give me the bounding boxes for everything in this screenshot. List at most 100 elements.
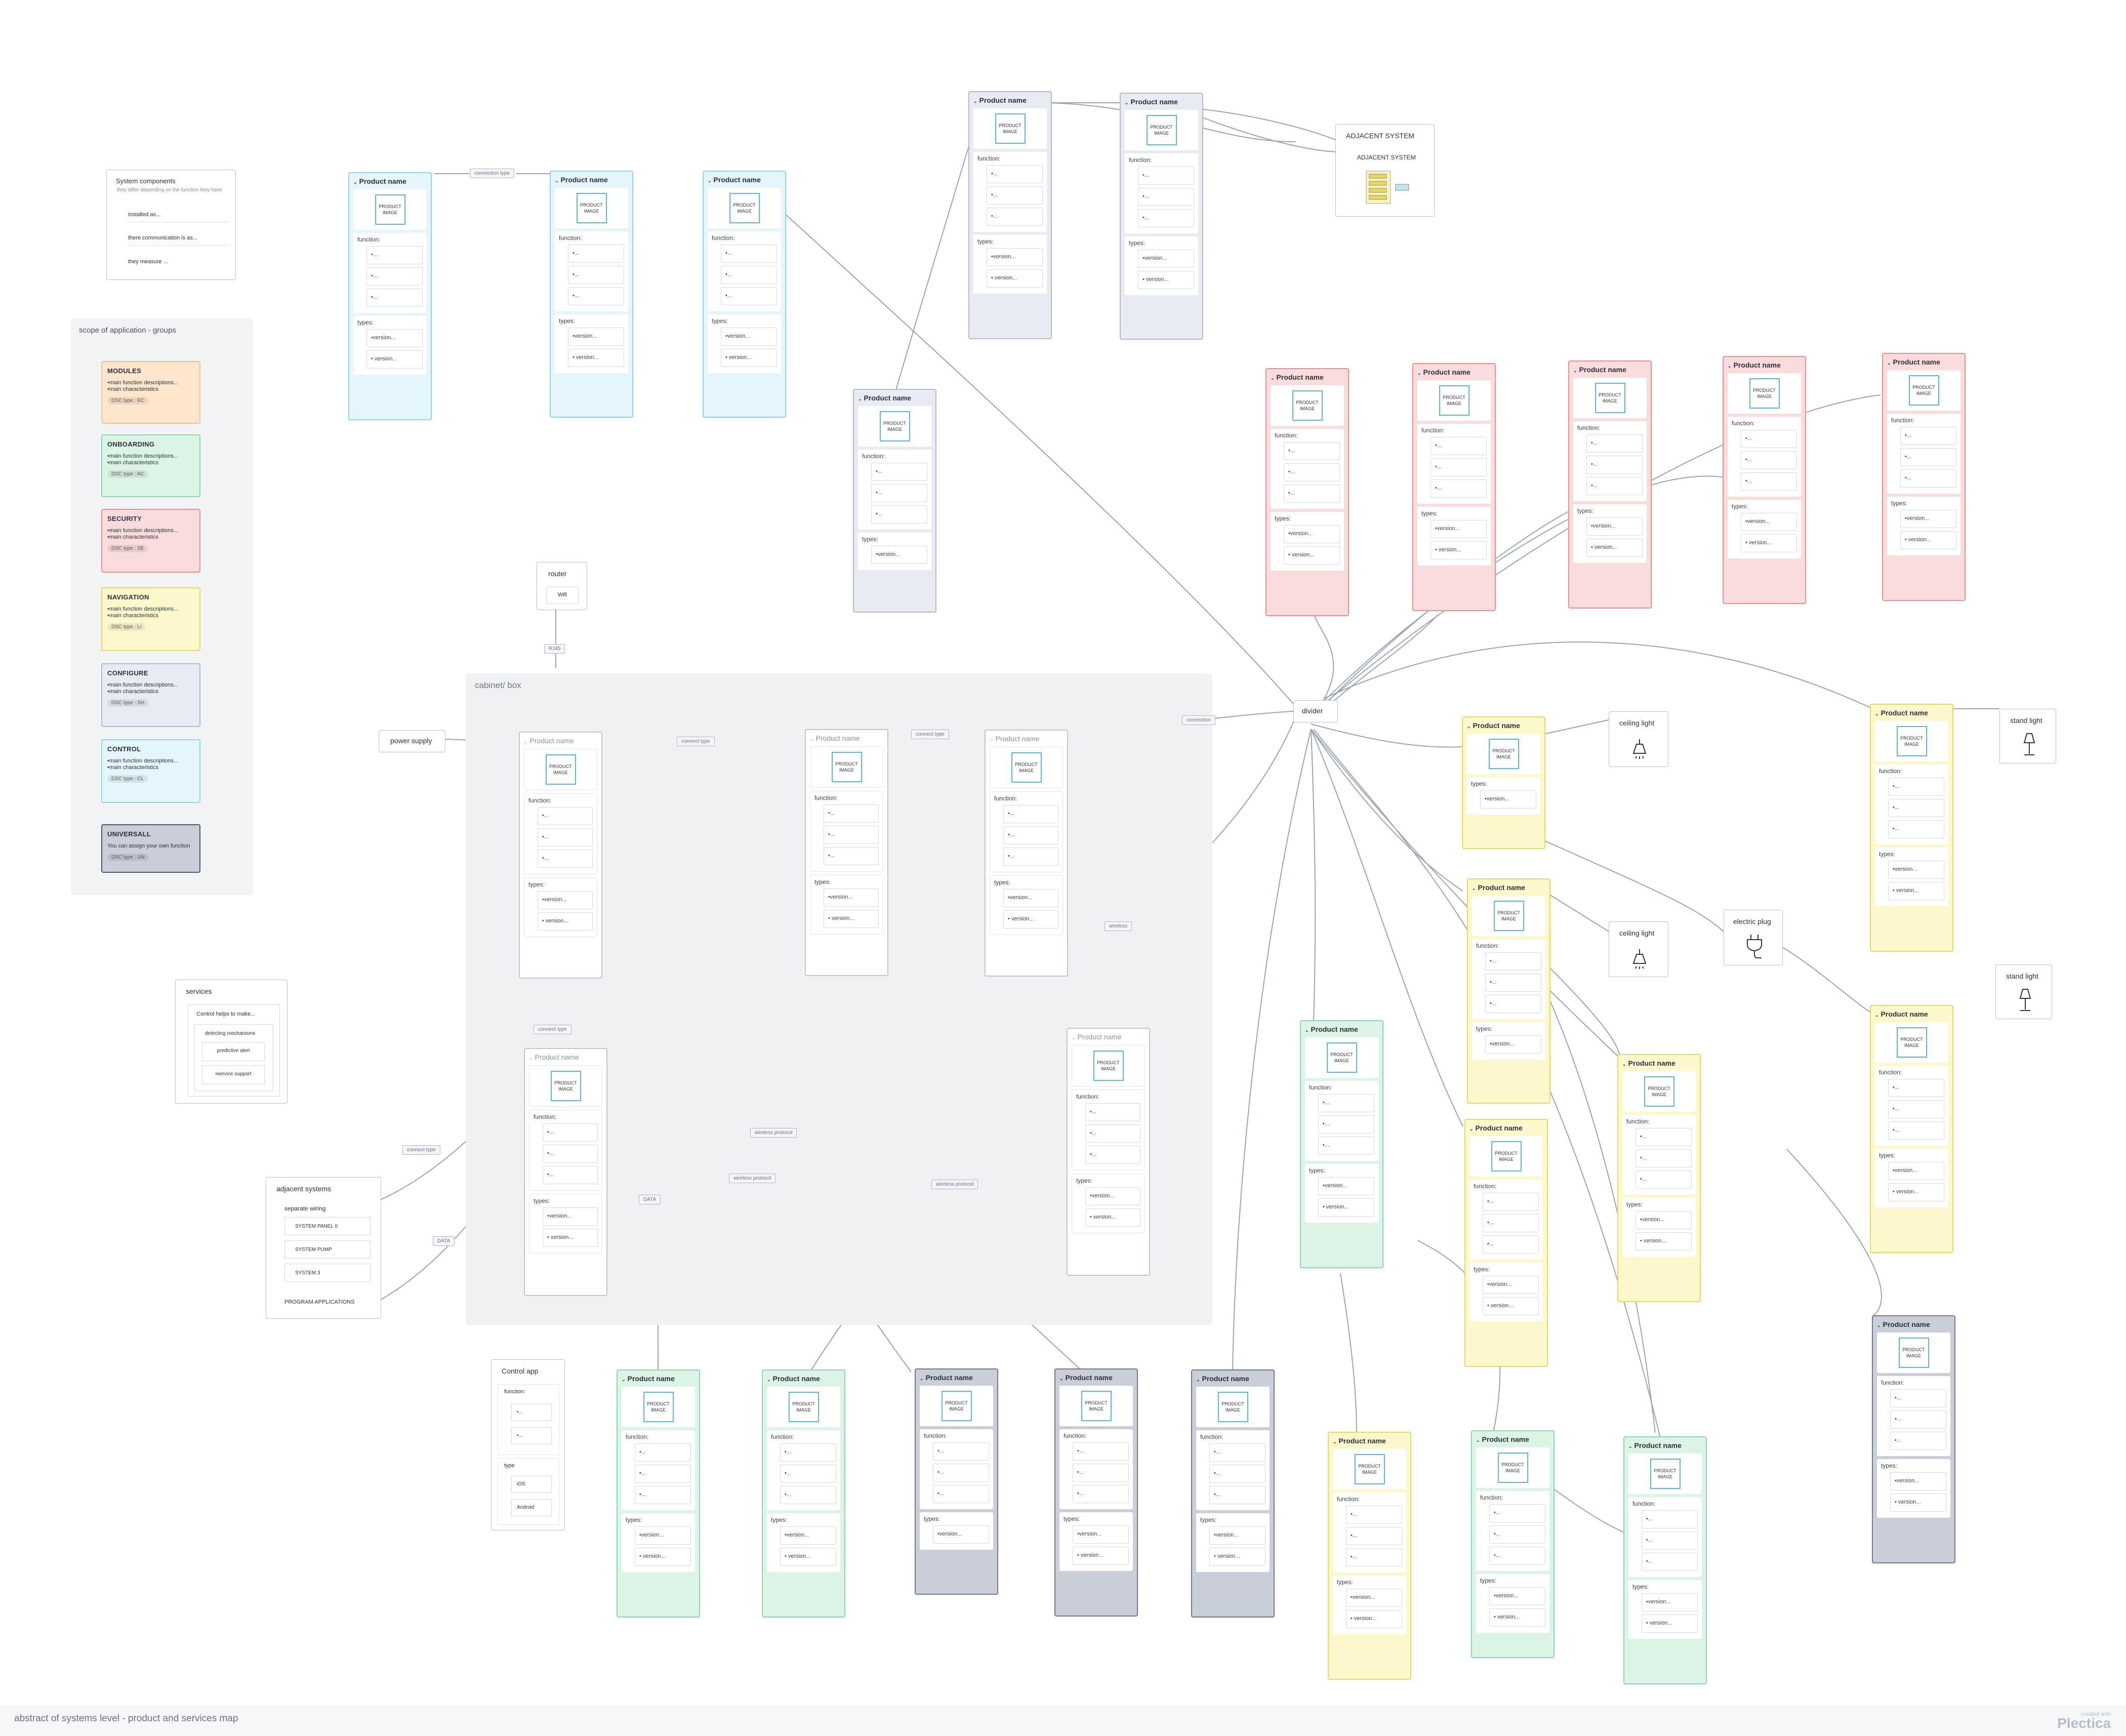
product-name[interactable]: ⌄Product name <box>1622 1059 1696 1067</box>
group-security[interactable]: SECURITY •main function descriptions... … <box>101 509 200 573</box>
group-onboarding[interactable]: ONBOARDING •main function descriptions..… <box>101 434 200 497</box>
product-name[interactable]: ⌄Product name <box>529 1053 602 1061</box>
service-item[interactable]: predictive alert <box>202 1042 265 1061</box>
chevron-down-icon[interactable]: ⌄ <box>1072 1035 1076 1040</box>
product-name[interactable]: ⌄Product name <box>1875 1010 1948 1018</box>
product-name[interactable]: ⌄Product name <box>353 177 427 185</box>
chevron-down-icon[interactable]: ⌄ <box>1125 100 1129 105</box>
product-name[interactable]: ⌄Product name <box>990 735 1063 743</box>
service-item[interactable]: •service support <box>202 1065 265 1084</box>
chevron-down-icon[interactable]: ⌄ <box>622 1377 626 1382</box>
stand-light-node[interactable]: stand light <box>1999 709 2056 763</box>
product-name[interactable]: ⌄Product name <box>1887 358 1960 366</box>
chevron-down-icon[interactable]: ⌄ <box>1573 368 1577 373</box>
product-name[interactable]: ⌄Product name <box>1072 1033 1145 1041</box>
chevron-down-icon[interactable]: ⌄ <box>858 396 862 401</box>
ceiling-light-node[interactable]: ceiling light <box>1609 711 1668 767</box>
chevron-down-icon[interactable]: ⌄ <box>810 737 814 742</box>
program-applications[interactable]: PROGRAM APPLICATIONS <box>284 1299 355 1305</box>
product-name[interactable]: ⌄Product name <box>1877 1320 1950 1328</box>
system-item[interactable]: SYSTEM PANEL 0 <box>284 1217 371 1235</box>
chevron-down-icon[interactable]: ⌄ <box>990 737 994 742</box>
chevron-down-icon[interactable]: ⌄ <box>1875 711 1879 716</box>
chevron-down-icon[interactable]: ⌄ <box>1059 1376 1064 1381</box>
chevron-down-icon[interactable]: ⌄ <box>1305 1028 1309 1033</box>
chevron-down-icon[interactable]: ⌄ <box>555 178 559 183</box>
power-supply-node[interactable]: power supply <box>379 730 445 752</box>
product-name[interactable]: ⌄Product name <box>1305 1025 1378 1033</box>
chevron-down-icon[interactable]: ⌄ <box>1628 1444 1632 1449</box>
product-name[interactable]: ⌄Product name <box>1469 1124 1543 1132</box>
product-name[interactable]: ⌄Product name <box>1728 361 1801 369</box>
product-name[interactable]: ⌄Product name <box>1333 1437 1406 1445</box>
product-name[interactable]: ⌄Product name <box>1573 366 1647 374</box>
router-node[interactable]: router Wifi <box>537 562 587 610</box>
product-name[interactable]: ⌄Product name <box>1125 98 1198 106</box>
system-item[interactable]: SYSTEM PUMP <box>284 1240 371 1259</box>
group-modules[interactable]: MODULES •main function descriptions... •… <box>101 361 200 424</box>
chevron-down-icon[interactable]: ⌄ <box>524 739 528 744</box>
group-universall[interactable]: UNIVERSALL You can assign your own funct… <box>101 824 200 873</box>
chevron-down-icon[interactable]: ⌄ <box>973 99 977 104</box>
chevron-down-icon[interactable]: ⌄ <box>1196 1377 1200 1382</box>
product-name[interactable]: ⌄Product name <box>708 176 781 184</box>
product-name[interactable]: ⌄Product name <box>810 734 883 742</box>
product-name[interactable]: ⌄Product name <box>1875 709 1948 717</box>
adjacent-system-node[interactable]: ADJACENT SYSTEM ADJACENT SYSTEM <box>1335 124 1435 217</box>
product-name[interactable]: ⌄Product name <box>1196 1375 1270 1383</box>
chevron-down-icon[interactable]: ⌄ <box>1728 364 1732 369</box>
product-name[interactable]: ⌄Product name <box>1467 721 1540 730</box>
divider-node[interactable]: divider <box>1293 700 1338 722</box>
product-name[interactable]: ⌄Product name <box>767 1375 840 1383</box>
product-name[interactable]: ⌄Product name <box>1059 1374 1133 1382</box>
chevron-down-icon[interactable]: ⌄ <box>708 178 712 183</box>
chevron-down-icon[interactable]: ⌄ <box>1887 360 1891 366</box>
system-item[interactable]: SYSTEM 3 <box>284 1264 371 1282</box>
chevron-down-icon[interactable]: ⌄ <box>1877 1323 1881 1328</box>
product-name[interactable]: ⌄Product name <box>1417 368 1491 376</box>
product-name[interactable]: ⌄Product name <box>973 96 1047 104</box>
chevron-down-icon[interactable]: ⌄ <box>1476 1438 1480 1443</box>
group-control[interactable]: CONTROL •main function descriptions... •… <box>101 739 200 803</box>
stand-light-node[interactable]: stand light <box>1995 964 2052 1019</box>
electric-plug-node[interactable]: electric plug <box>1724 910 1783 965</box>
product-name[interactable]: ⌄Product name <box>1476 1435 1549 1443</box>
chevron-down-icon[interactable]: ⌄ <box>1333 1439 1337 1444</box>
product-name[interactable]: ⌄Product name <box>920 1374 993 1382</box>
chevron-down-icon[interactable]: ⌄ <box>1469 1126 1474 1132</box>
ceiling-light-node[interactable]: ceiling light <box>1609 921 1668 977</box>
chevron-down-icon[interactable]: ⌄ <box>1622 1062 1626 1067</box>
product-name[interactable]: ⌄Product name <box>555 176 628 184</box>
chevron-down-icon[interactable]: ⌄ <box>920 1376 924 1381</box>
group-configure[interactable]: CONFIGURE •main function descriptions...… <box>101 663 200 727</box>
chevron-down-icon[interactable]: ⌄ <box>1271 376 1275 381</box>
chevron-down-icon[interactable]: ⌄ <box>1467 724 1471 729</box>
